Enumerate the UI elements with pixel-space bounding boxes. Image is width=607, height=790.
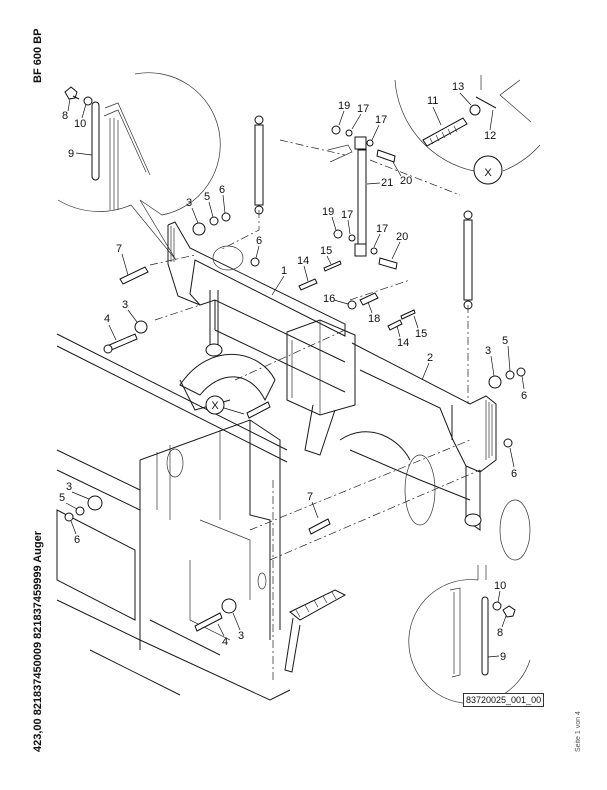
callout-20: 20 bbox=[400, 175, 412, 187]
callout-16: 16 bbox=[323, 293, 335, 305]
callout-19: 19 bbox=[338, 100, 350, 112]
callout-3: 3 bbox=[122, 299, 128, 311]
callout-15: 15 bbox=[320, 245, 332, 257]
callout-8: 8 bbox=[62, 110, 68, 122]
part-callouts: 8 10 9 3 5 6 6 7 3 4 1 14 15 16 18 14 15… bbox=[59, 81, 527, 663]
chassis-frame bbox=[56, 333, 291, 701]
callout-15: 15 bbox=[415, 328, 427, 340]
callout-3: 3 bbox=[186, 197, 192, 209]
callout-12: 12 bbox=[484, 130, 496, 142]
callout-8: 8 bbox=[497, 627, 503, 639]
page-indicator: Seite 1 von 4 bbox=[575, 711, 582, 752]
pin-part-11 bbox=[422, 117, 468, 147]
assembly-caption: 423,00 821837450009 821837459999 Auger bbox=[32, 530, 44, 752]
callout-7: 7 bbox=[307, 491, 313, 503]
callout-6: 6 bbox=[74, 534, 80, 546]
callout-5: 5 bbox=[204, 191, 210, 203]
detail-x-label: X bbox=[484, 167, 492, 179]
turnbuckle-part-21 bbox=[327, 136, 367, 257]
callout-4: 4 bbox=[222, 636, 228, 648]
cotter-pin-part-12 bbox=[475, 96, 497, 109]
callout-3: 3 bbox=[238, 630, 244, 642]
bolt-part-8 bbox=[64, 86, 80, 100]
slot-plate-part-9-detail bbox=[481, 596, 489, 676]
washer-part-13 bbox=[469, 104, 481, 116]
detail-x-marker bbox=[473, 155, 503, 185]
detail-x-reference-label: X bbox=[211, 400, 219, 412]
page-title: BF 600 BP bbox=[32, 28, 44, 83]
frame-beam-part-1 bbox=[167, 221, 346, 393]
callout-11: 11 bbox=[427, 95, 438, 107]
callout-4: 4 bbox=[104, 313, 110, 325]
callout-20: 20 bbox=[396, 231, 408, 243]
callout-2: 2 bbox=[427, 352, 433, 364]
callout-6: 6 bbox=[511, 468, 517, 480]
callout-5: 5 bbox=[59, 492, 65, 504]
assembly-guide-lines bbox=[149, 139, 481, 680]
slot-plate-part-9 bbox=[91, 101, 100, 181]
bolt-part-8-detail bbox=[502, 605, 516, 618]
washer-part-10-detail bbox=[492, 601, 502, 611]
frame-beam-part-2 bbox=[351, 342, 497, 473]
turnbuckle-left bbox=[254, 115, 264, 215]
callout-13: 13 bbox=[452, 81, 464, 93]
callout-9: 9 bbox=[68, 148, 74, 160]
callout-7: 7 bbox=[116, 243, 122, 255]
step-plate bbox=[284, 589, 347, 673]
callout-6: 6 bbox=[521, 390, 527, 402]
auger-assembly bbox=[179, 290, 531, 561]
washer-part-10 bbox=[83, 96, 93, 106]
turnbuckle-right bbox=[463, 210, 473, 310]
callout-5: 5 bbox=[502, 335, 508, 347]
callout-6: 6 bbox=[256, 235, 262, 247]
detail-view-x: X bbox=[394, 75, 541, 185]
drawing-code-label: 83720025_001_00 bbox=[463, 693, 545, 707]
callout-14: 14 bbox=[297, 255, 309, 267]
callout-10: 10 bbox=[74, 118, 86, 130]
callout-18: 18 bbox=[368, 313, 380, 325]
callout-1: 1 bbox=[281, 265, 287, 277]
callout-3: 3 bbox=[485, 345, 491, 357]
callout-3: 3 bbox=[66, 481, 72, 493]
callout-17: 17 bbox=[357, 103, 369, 115]
callout-17: 17 bbox=[341, 209, 353, 221]
detail-view-top-left bbox=[57, 72, 221, 261]
hardware-parts: X bbox=[64, 125, 526, 632]
callout-6: 6 bbox=[219, 184, 225, 196]
callout-10: 10 bbox=[494, 580, 506, 592]
callout-21: 21 bbox=[381, 177, 393, 189]
callout-14: 14 bbox=[397, 337, 409, 349]
callout-17: 17 bbox=[376, 223, 388, 235]
callout-19: 19 bbox=[322, 206, 334, 218]
callout-9: 9 bbox=[500, 651, 506, 663]
center-mount-plate bbox=[286, 319, 356, 456]
detail-view-bottom-right bbox=[408, 565, 531, 704]
callout-17: 17 bbox=[375, 114, 387, 126]
